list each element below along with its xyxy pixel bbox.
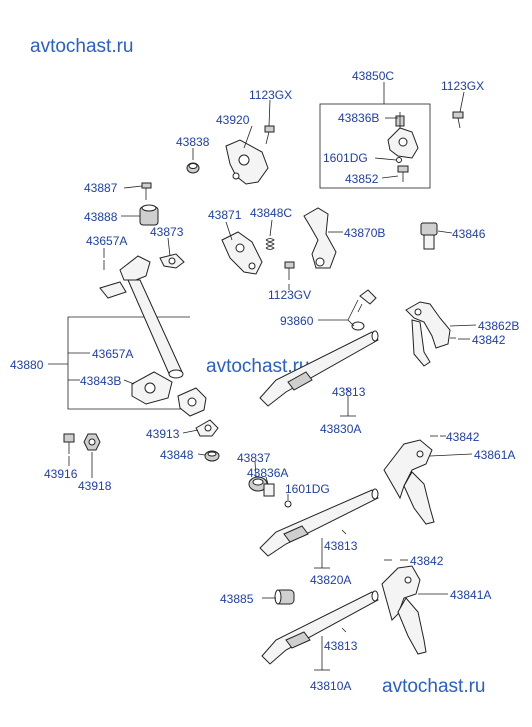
label-43862B: 43862B — [478, 319, 519, 333]
label-43888: 43888 — [84, 210, 118, 224]
label-43861A: 43861A — [474, 448, 515, 462]
label-43871: 43871 — [208, 208, 242, 222]
label-43837: 43837 — [237, 451, 271, 465]
pin-43813-c — [341, 627, 347, 633]
label-43836A: 43836A — [247, 466, 288, 480]
watermark-top: avtochast.ru — [30, 36, 134, 57]
label-43813-bottom: 43813 — [324, 639, 358, 653]
bracket-43920 — [225, 125, 275, 185]
label-43848C: 43848C — [250, 206, 292, 220]
shaft-43820A — [259, 488, 379, 557]
label-43852: 43852 — [345, 172, 379, 186]
nut-43918 — [83, 433, 101, 451]
label-93860: 93860 — [280, 314, 314, 328]
label-43841A: 43841A — [450, 588, 491, 602]
label-43850C: 43850C — [352, 69, 394, 83]
label-43918: 43918 — [78, 479, 112, 493]
bolt-43836A — [263, 483, 275, 497]
clip-43873 — [159, 253, 185, 269]
bolt-1123GX-right — [452, 111, 464, 129]
label-43820A: 43820A — [310, 573, 351, 587]
fork-43862B — [405, 301, 451, 367]
watermark-bottom: avtochast.ru — [382, 676, 486, 697]
spring-43848 — [204, 450, 220, 462]
label-43873: 43873 — [150, 225, 184, 239]
bolt-1123GV — [284, 261, 295, 280]
bracket-43850C — [387, 112, 419, 182]
shift-shaft-43880 — [99, 255, 184, 379]
label-43885: 43885 — [220, 592, 254, 606]
bushing-43885 — [274, 589, 295, 605]
label-43657A-top: 43657A — [86, 234, 127, 248]
label-43870B: 43870B — [344, 226, 385, 240]
part-labels: 43850C 1123GX 1123GX 43836B 43920 43838 … — [10, 69, 519, 693]
label-1601DG-bottom: 1601DG — [285, 482, 330, 496]
pin-43813-a — [345, 387, 351, 393]
label-43846: 43846 — [452, 227, 486, 241]
label-1601DG-top: 1601DG — [323, 151, 368, 165]
spring-43848C — [265, 238, 275, 250]
ball-1601DG-b — [284, 500, 292, 508]
bolt-43916 — [63, 433, 75, 454]
watermark-middle: avtochast.ru — [206, 356, 310, 377]
label-43842-top: 43842 — [472, 333, 506, 347]
plate-43843B — [131, 371, 173, 405]
shaft-43830A — [259, 330, 379, 407]
bushing-43913 — [195, 419, 219, 437]
leader-lines — [48, 82, 477, 599]
bracket-43871 — [221, 231, 263, 275]
label-43838: 43838 — [176, 135, 210, 149]
group-bracket-43880 — [67, 316, 100, 410]
label-43848: 43848 — [160, 448, 194, 462]
label-43836B: 43836B — [338, 111, 379, 125]
label-43887: 43887 — [84, 181, 118, 195]
fork-43861A — [383, 439, 435, 525]
bushing-43888 — [139, 204, 159, 226]
label-43913: 43913 — [146, 427, 180, 441]
label-43843B: 43843B — [80, 374, 121, 388]
label-1123GX-right: 1123GX — [441, 79, 484, 93]
label-43657A-mid: 43657A — [92, 347, 133, 361]
label-43830A: 43830A — [320, 422, 361, 436]
label-43813-top: 43813 — [332, 385, 366, 399]
label-43813-mid: 43813 — [324, 539, 358, 553]
group-box-43850C — [319, 103, 431, 189]
label-43920: 43920 — [216, 113, 250, 127]
bolt-43887 — [141, 182, 152, 200]
label-43916: 43916 — [44, 467, 78, 481]
label-1123GX-left: 1123GX — [249, 88, 292, 102]
switch-93860 — [351, 289, 377, 331]
pin-43813-b — [341, 529, 347, 535]
label-1123GV: 1123GV — [268, 288, 311, 302]
label-43880: 43880 — [10, 358, 44, 372]
lever-end-43880 — [177, 387, 207, 417]
bushing-43838 — [186, 162, 200, 174]
label-43810A: 43810A — [310, 679, 351, 693]
label-43842-mid: 43842 — [446, 430, 480, 444]
shaft-43810A — [261, 590, 379, 665]
plug-43846 — [420, 222, 438, 250]
label-43842-bottom: 43842 — [410, 554, 444, 568]
lever-43870B — [303, 207, 337, 269]
fork-43841A — [381, 565, 427, 655]
